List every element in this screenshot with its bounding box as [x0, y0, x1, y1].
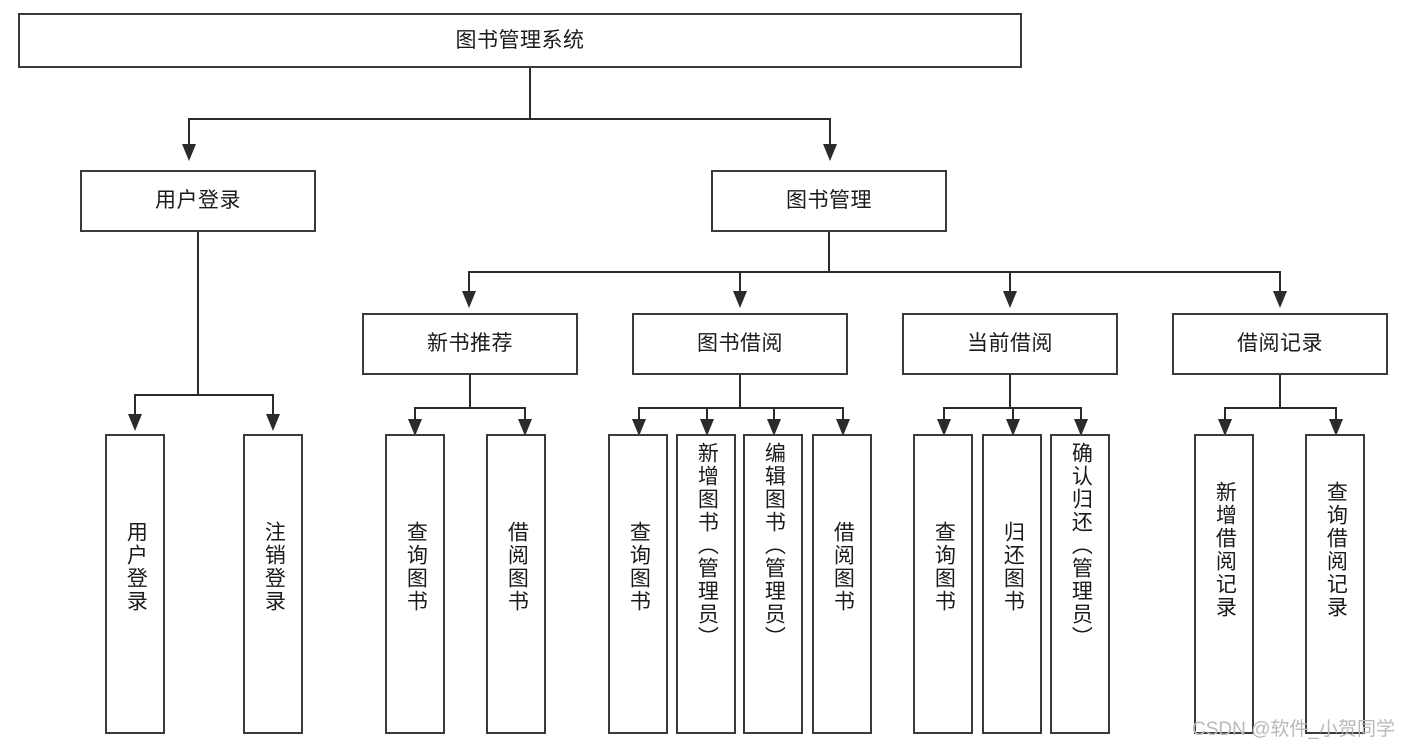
- connector-level3-drop-2: [739, 271, 741, 293]
- connector-root-stem: [529, 68, 531, 118]
- leaf-logout[interactable]: 注销登录: [243, 434, 303, 734]
- node-label: 图书管理: [786, 189, 872, 213]
- arrow-down-icon: [182, 144, 196, 161]
- connector-borrowrecord-drop-2: [1335, 407, 1337, 421]
- arrow-down-icon: [1074, 419, 1088, 436]
- leaf-edit-book-admin[interactable]: 编辑图书（管理员）: [743, 434, 803, 734]
- connector-newbook-drop-1: [414, 407, 416, 421]
- node-label: 用户登录: [124, 521, 148, 613]
- watermark-text: CSDN @软件_小贺同学: [1192, 719, 1395, 740]
- connector-level2-drop-2: [829, 118, 831, 146]
- connector-level2-drop-1: [188, 118, 190, 146]
- connector-bookborrow-stem: [739, 375, 741, 407]
- node-label: 查询借阅记录: [1324, 481, 1348, 619]
- connector-bookborrow-drop-1: [638, 407, 640, 421]
- arrow-down-icon: [733, 291, 747, 308]
- arrow-down-icon: [266, 414, 280, 431]
- leaf-query-borrow-record[interactable]: 查询借阅记录: [1305, 434, 1365, 734]
- node-root-system[interactable]: 图书管理系统: [18, 13, 1022, 68]
- connector-currentborrow-bus: [943, 407, 1080, 409]
- arrow-down-icon: [1003, 291, 1017, 308]
- connector-userlogin-stem: [197, 232, 199, 394]
- arrow-down-icon: [408, 419, 422, 436]
- leaf-add-book-admin[interactable]: 新增图书（管理员）: [676, 434, 736, 734]
- connector-bookborrow-drop-4: [842, 407, 844, 421]
- node-label: 注销登录: [262, 521, 286, 613]
- node-label: 归还图书: [1001, 521, 1025, 613]
- connector-currentborrow-drop-3: [1080, 407, 1082, 421]
- arrow-down-icon: [518, 419, 532, 436]
- leaf-borrow-book[interactable]: 借阅图书: [812, 434, 872, 734]
- arrow-down-icon: [700, 419, 714, 436]
- leaf-borrow-book-recommend[interactable]: 借阅图书: [486, 434, 546, 734]
- node-label: 图书管理系统: [455, 28, 585, 52]
- connector-currentborrow-drop-1: [943, 407, 945, 421]
- connector-userlogin-bus: [134, 394, 272, 396]
- arrow-down-icon: [1006, 419, 1020, 436]
- node-label: 用户登录: [155, 189, 241, 213]
- leaf-return-book[interactable]: 归还图书: [982, 434, 1042, 734]
- arrow-down-icon: [836, 419, 850, 436]
- connector-bookmgmt-stem: [828, 232, 830, 271]
- connector-currentborrow-drop-2: [1012, 407, 1014, 421]
- node-book-borrow[interactable]: 图书借阅: [632, 313, 848, 375]
- node-user-login[interactable]: 用户登录: [80, 170, 316, 232]
- arrow-down-icon: [823, 144, 837, 161]
- node-current-borrow[interactable]: 当前借阅: [902, 313, 1118, 375]
- node-label: 新增借阅记录: [1213, 481, 1237, 619]
- node-new-book-recommend[interactable]: 新书推荐: [362, 313, 578, 375]
- connector-newbook-drop-2: [524, 407, 526, 421]
- arrow-down-icon: [1329, 419, 1343, 436]
- arrow-down-icon: [1273, 291, 1287, 308]
- connector-level3-drop-1: [468, 271, 470, 293]
- connector-level3-bus: [468, 271, 1280, 273]
- connector-borrowrecord-drop-1: [1224, 407, 1226, 421]
- node-label: 新书推荐: [427, 332, 513, 356]
- arrow-down-icon: [632, 419, 646, 436]
- node-label: 查询图书: [627, 521, 651, 613]
- connector-borrowrecord-bus: [1224, 407, 1335, 409]
- node-borrow-record[interactable]: 借阅记录: [1172, 313, 1388, 375]
- connector-userlogin-drop-1: [134, 394, 136, 416]
- leaf-confirm-return-admin[interactable]: 确认归还（管理员）: [1050, 434, 1110, 734]
- connector-bookborrow-drop-3: [773, 407, 775, 421]
- arrow-down-icon: [937, 419, 951, 436]
- leaf-query-book-recommend[interactable]: 查询图书: [385, 434, 445, 734]
- node-label: 当前借阅: [967, 332, 1053, 356]
- leaf-user-login[interactable]: 用户登录: [105, 434, 165, 734]
- leaf-query-book-borrow[interactable]: 查询图书: [608, 434, 668, 734]
- leaf-add-borrow-record[interactable]: 新增借阅记录: [1194, 434, 1254, 734]
- arrow-down-icon: [767, 419, 781, 436]
- node-label: 图书借阅: [697, 332, 783, 356]
- connector-newbook-bus: [414, 407, 524, 409]
- connector-level2-bus: [188, 118, 831, 120]
- node-label: 借阅图书: [831, 521, 855, 613]
- connector-level3-drop-3: [1009, 271, 1011, 293]
- connector-bookborrow-bus: [638, 407, 842, 409]
- node-label: 借阅记录: [1237, 332, 1323, 356]
- connector-bookborrow-drop-2: [706, 407, 708, 421]
- leaf-query-book-current[interactable]: 查询图书: [913, 434, 973, 734]
- arrow-down-icon: [462, 291, 476, 308]
- connector-borrowrecord-stem: [1279, 375, 1281, 407]
- node-book-management[interactable]: 图书管理: [711, 170, 947, 232]
- node-label: 借阅图书: [505, 521, 529, 613]
- node-label: 确认归还（管理员）: [1069, 442, 1093, 649]
- connector-userlogin-drop-2: [272, 394, 274, 416]
- node-label: 查询图书: [404, 521, 428, 613]
- connector-newbook-stem: [469, 375, 471, 407]
- node-label: 新增图书（管理员）: [695, 442, 719, 649]
- connector-level3-drop-4: [1279, 271, 1281, 293]
- node-label: 查询图书: [932, 521, 956, 613]
- node-label: 编辑图书（管理员）: [762, 442, 786, 649]
- arrow-down-icon: [1218, 419, 1232, 436]
- arrow-down-icon: [128, 414, 142, 431]
- connector-currentborrow-stem: [1009, 375, 1011, 407]
